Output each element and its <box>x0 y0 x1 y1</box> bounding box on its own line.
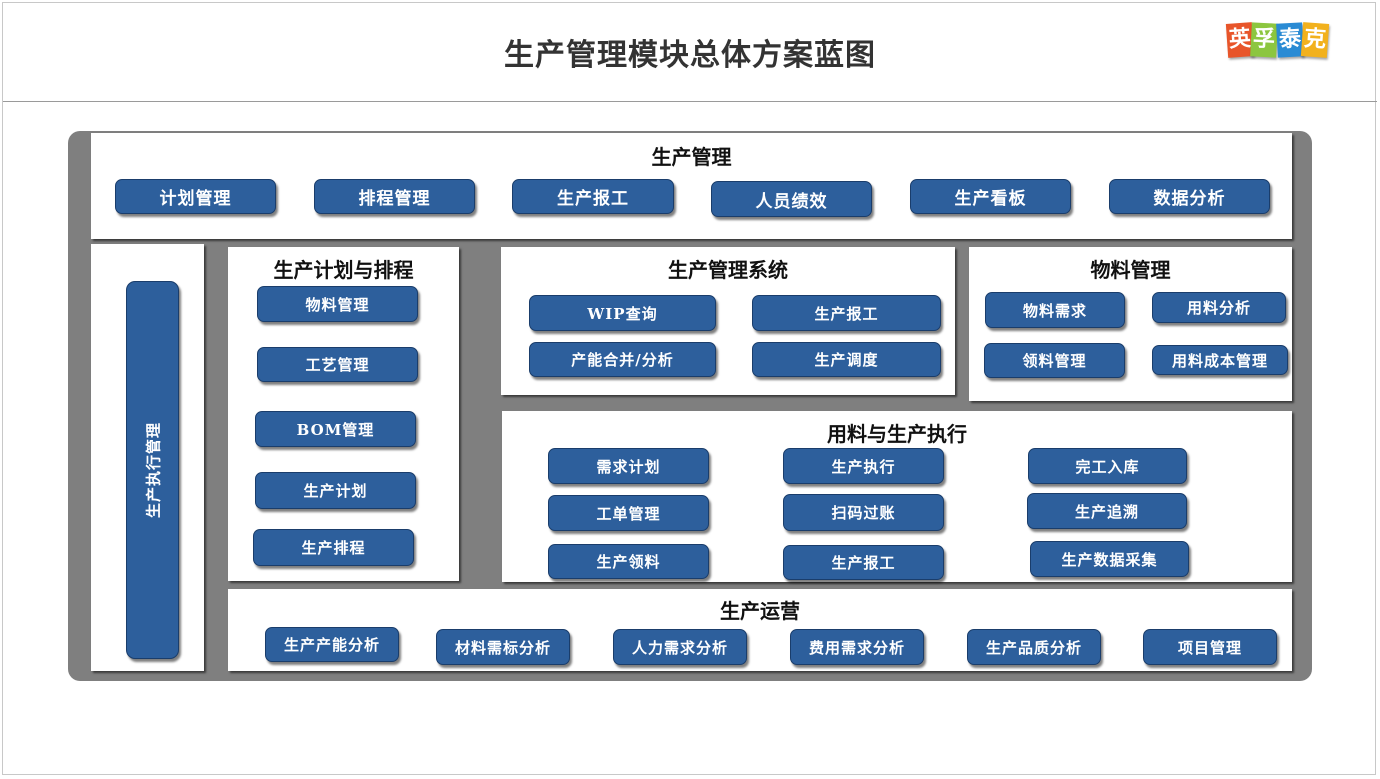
production-execution-box: 生产执行 <box>783 448 944 484</box>
panel-title: 生产运营 <box>720 599 800 623</box>
panel-title: 生产管理系统 <box>668 258 788 282</box>
quality-analysis-box: 生产品质分析 <box>967 629 1101 665</box>
bom-management-box: BOM管理 <box>255 411 416 447</box>
scan-posting-box: 扫码过账 <box>783 494 944 531</box>
panel-title: 物料管理 <box>1090 258 1171 282</box>
logo-tile: 克 <box>1300 22 1330 58</box>
work-order-box: 工单管理 <box>548 495 709 531</box>
material-usage-analysis-box: 用料分析 <box>1152 292 1286 323</box>
page-title: 生产管理模块总体方案蓝图 <box>504 38 876 73</box>
project-management-box: 项目管理 <box>1143 629 1277 665</box>
production-kanban-box: 生产看板 <box>910 179 1071 214</box>
demand-plan-box: 需求计划 <box>548 448 709 484</box>
production-scheduling-box: 生产排程 <box>253 529 414 566</box>
production-report-box: 生产报工 <box>752 295 941 331</box>
production-report-box: 生产报工 <box>783 545 944 580</box>
production-report-box: 生产报工 <box>512 179 674 214</box>
panel-title: 用料与生产执行 <box>827 422 967 446</box>
vertical-label: 生产执行管理 <box>144 421 162 519</box>
production-dispatch-box: 生产调度 <box>752 342 941 377</box>
wip-query-box: WIP查询 <box>529 295 716 331</box>
production-plan-box: 生产计划 <box>255 472 416 509</box>
cost-demand-analysis-box: 费用需求分析 <box>790 629 924 665</box>
labor-demand-analysis-box: 人力需求分析 <box>613 629 747 665</box>
panel-title: 生产计划与排程 <box>273 258 414 282</box>
data-analysis-box: 数据分析 <box>1109 179 1270 214</box>
capacity-analysis-box: 产能合并/分析 <box>529 342 716 377</box>
company-logo: 英 孚 泰 克 <box>1225 22 1330 63</box>
material-cost-box: 用料成本管理 <box>1152 345 1288 375</box>
production-operations-panel: 生产运营 <box>228 589 1292 671</box>
process-management-box: 工艺管理 <box>257 347 418 382</box>
logo-tile: 泰 <box>1276 22 1304 58</box>
material-picking-box: 生产领料 <box>548 544 709 579</box>
material-demand-box: 物料需求 <box>985 292 1125 328</box>
material-management-box: 物料管理 <box>257 286 418 322</box>
capacity-analysis-box: 生产产能分析 <box>265 627 399 662</box>
logo-tile: 孚 <box>1250 22 1278 58</box>
material-requisition-box: 领料管理 <box>984 343 1125 378</box>
production-data-collection-box: 生产数据采集 <box>1030 541 1189 577</box>
production-management-panel: 生产管理 <box>91 133 1292 239</box>
panel-title: 生产管理 <box>651 145 732 169</box>
scheduling-management-box: 排程管理 <box>314 179 475 214</box>
material-demand-analysis-box: 材料需标分析 <box>436 629 570 665</box>
title-divider <box>3 101 1377 102</box>
production-execution-management-box: 生产执行管理 <box>126 281 179 659</box>
completion-warehousing-box: 完工入库 <box>1028 448 1187 484</box>
production-traceability-box: 生产追溯 <box>1027 493 1187 529</box>
plan-management-box: 计划管理 <box>115 179 276 214</box>
staff-performance-box: 人员绩效 <box>711 181 872 217</box>
